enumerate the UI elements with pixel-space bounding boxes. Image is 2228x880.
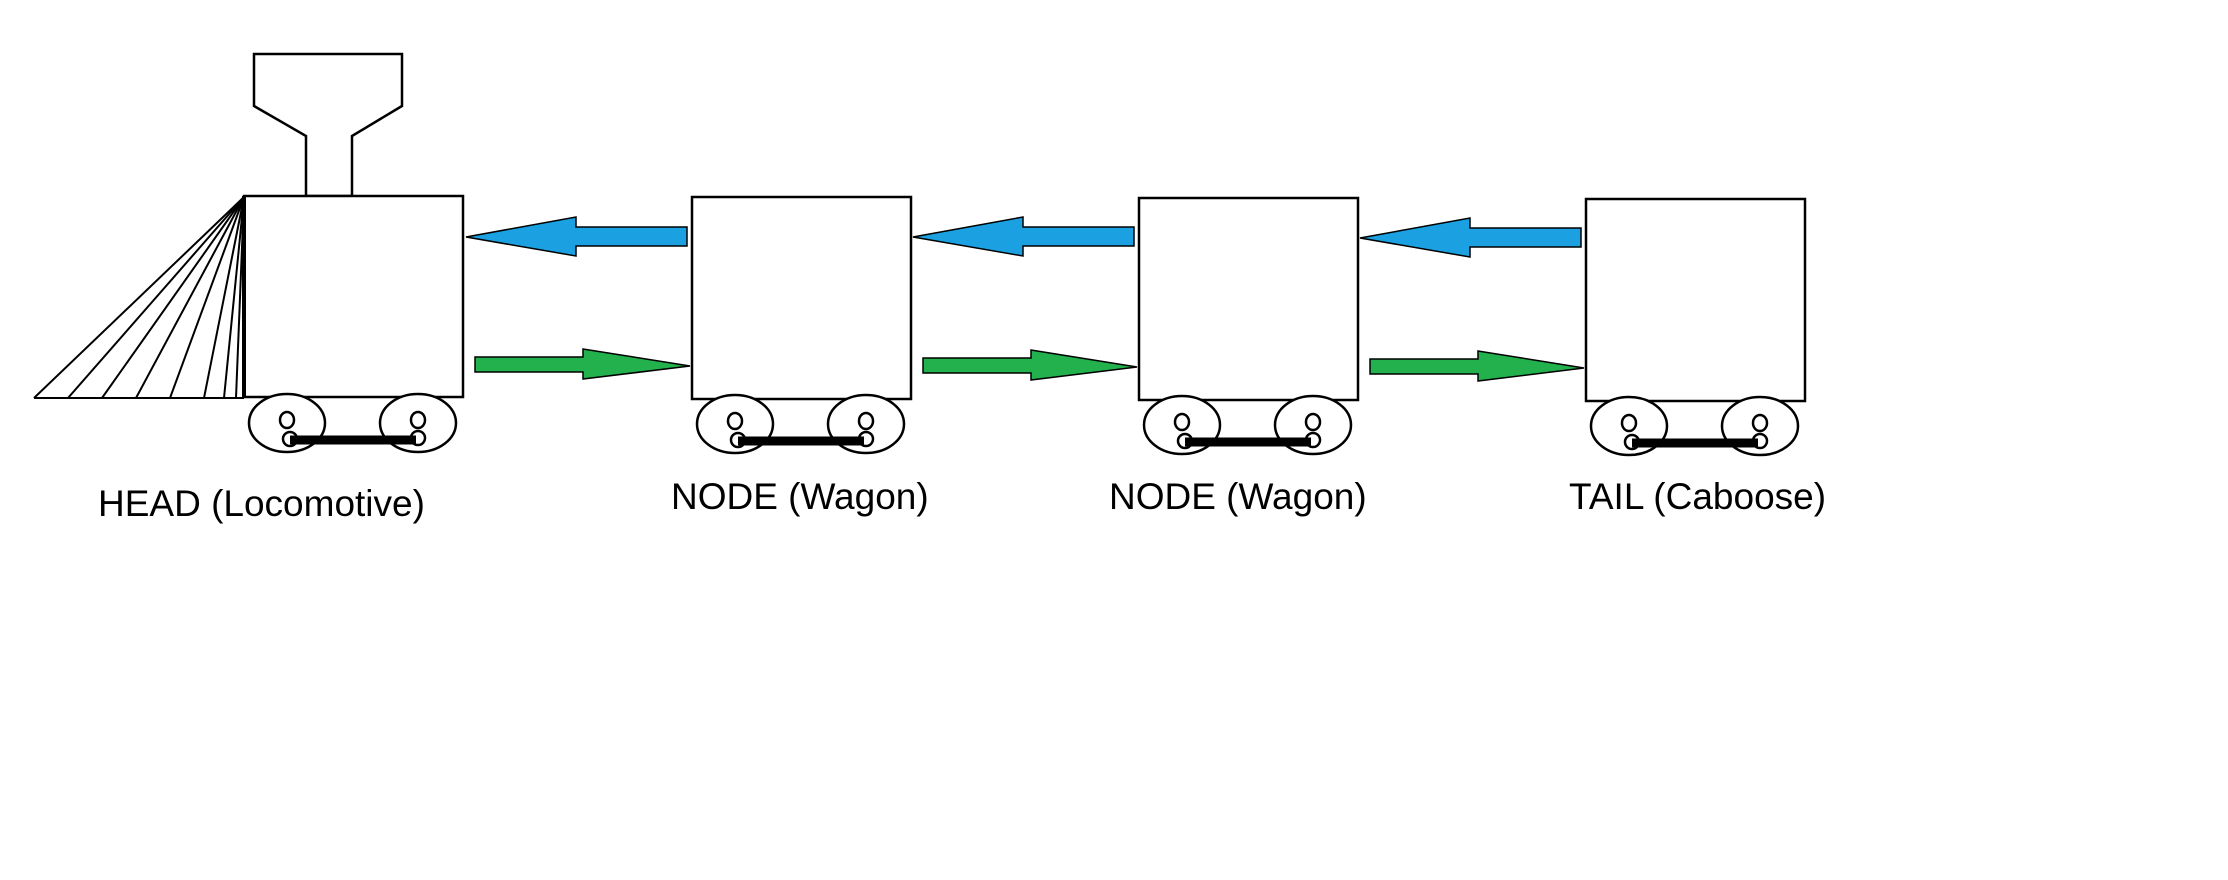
node-2-label: NODE (Wagon) [1109,476,1367,517]
caboose [1584,197,1807,457]
prev-arrow-tail-to-node2 [1359,217,1582,258]
prev-arrow-node1-to-head [465,216,688,257]
previous-pointer-arrows [465,216,1582,258]
next-arrow-node2-to-tail [1369,350,1585,382]
locomotive [33,52,465,454]
next-arrow-node1-to-node2 [922,349,1138,381]
head-label: HEAD (Locomotive) [98,483,425,524]
caboose-wheels [1589,395,1800,457]
cowcatcher [33,196,245,399]
caboose-body [1584,197,1807,403]
locomotive-body [242,194,465,399]
wagon-1 [690,195,913,455]
wagon-1-body [690,195,913,401]
wagon-2-body [1137,196,1360,402]
wagon-1-wheels [695,393,906,455]
prev-arrow-node2-to-node1 [912,216,1135,257]
tail-label: TAIL (Caboose) [1569,476,1827,517]
wagon-2-wheels [1142,394,1353,456]
node-1-label: NODE (Wagon) [671,476,929,517]
next-pointer-arrows [474,348,1585,382]
smokestack [252,52,404,198]
wagon-2 [1137,196,1360,456]
locomotive-wheels [247,392,458,454]
next-arrow-head-to-node1 [474,348,691,380]
